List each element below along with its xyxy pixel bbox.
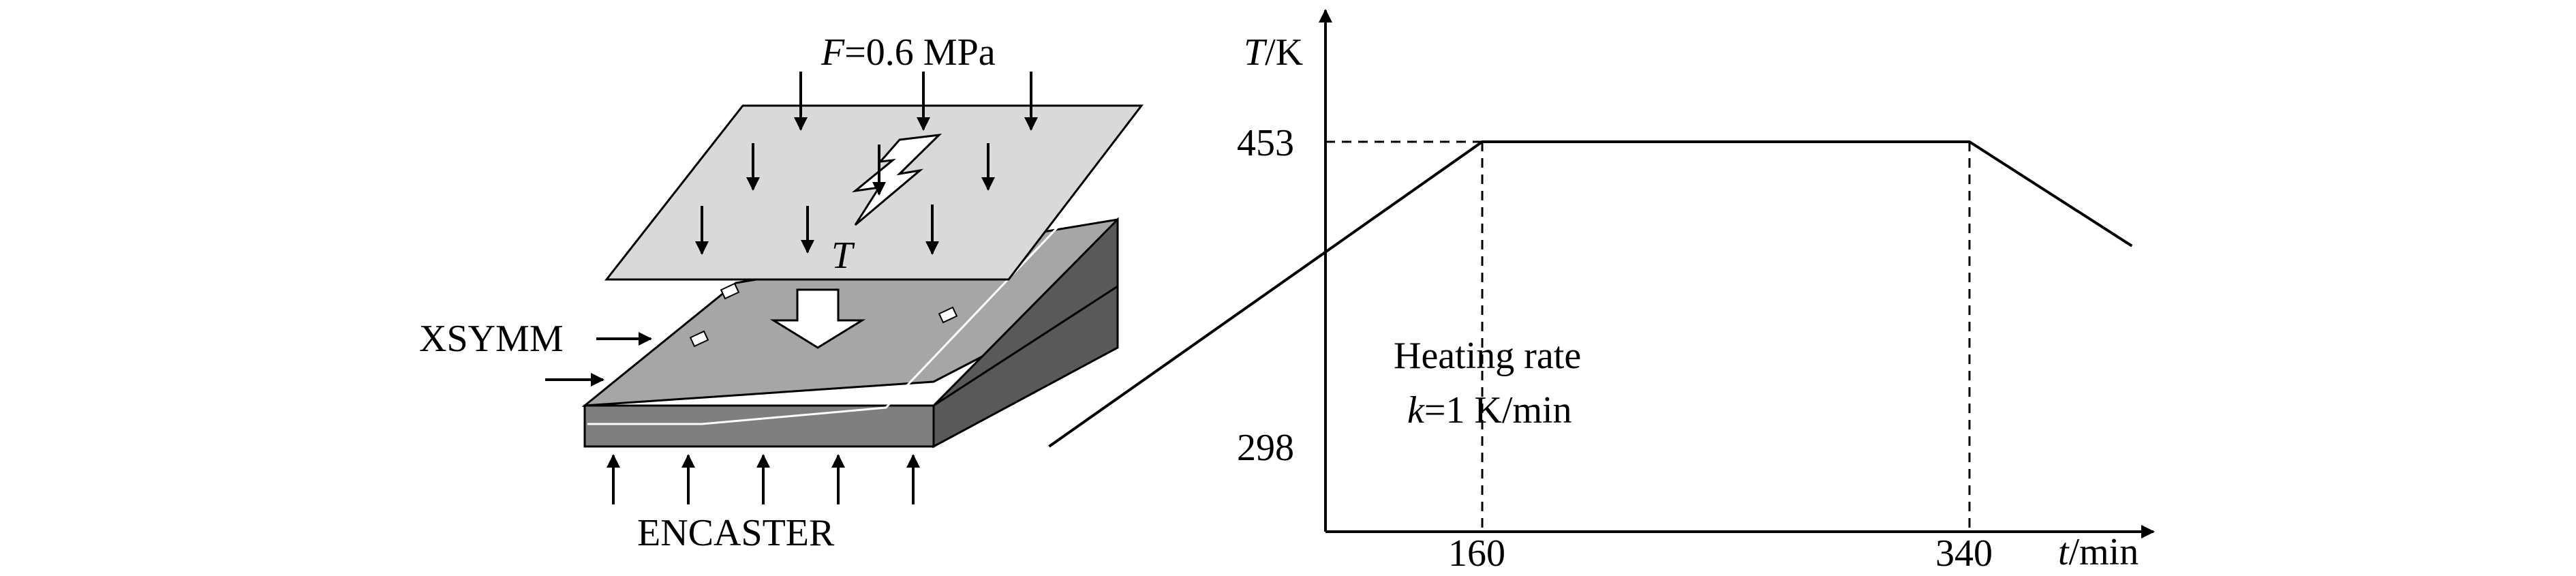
- series-line: [1048, 140, 2133, 448]
- xsymm-label: XSYMM: [419, 318, 564, 360]
- temperature-symbol: T: [831, 234, 855, 277]
- x-tick-label: 340: [1935, 532, 1993, 575]
- annotation-line-1: Heating rate: [1394, 335, 1581, 377]
- crack-path: [587, 220, 1064, 425]
- chart-marks: 298 453 160 340: [1048, 122, 2133, 575]
- y-axis-symbol: T: [1244, 31, 1268, 74]
- pressure-arrows: [695, 72, 1038, 255]
- x-axis-label: t/min: [2058, 531, 2138, 573]
- lightning-icon: [851, 133, 942, 226]
- force-value: =0.6 MPa: [844, 31, 996, 74]
- assembly-arrow-icon: [769, 288, 866, 349]
- x-axis-unit: /min: [2069, 531, 2139, 573]
- y-axis-unit: /K: [1265, 31, 1303, 74]
- hole-3: [938, 306, 958, 324]
- force-label: F=0.6 MPa: [821, 31, 996, 74]
- x-tick-label: 160: [1448, 532, 1505, 575]
- hole-1: [720, 282, 740, 300]
- hole-2: [689, 330, 709, 348]
- annotation-rate-value: =1 K/min: [1424, 389, 1572, 431]
- force-symbol: F: [821, 31, 845, 74]
- specimen-diagram: T F=0.6 MPa XSYMM: [419, 31, 1144, 554]
- annotation-line-2: k=1 K/min: [1407, 389, 1572, 431]
- x-axis-symbol: t: [2058, 531, 2070, 573]
- encaster-arrows: [607, 454, 920, 504]
- y-tick-label: 298: [1237, 427, 1294, 469]
- encaster-label: ENCASTER: [637, 512, 835, 554]
- y-axis-label: T/K: [1244, 31, 1303, 74]
- annotation-rate-symbol: k: [1407, 389, 1425, 431]
- block-front-face: [583, 404, 935, 448]
- y-tick-label: 453: [1237, 122, 1294, 164]
- temperature-profile-chart: T/K t/min Heating rate k=1 K/min 298 453 1…: [1048, 9, 2155, 575]
